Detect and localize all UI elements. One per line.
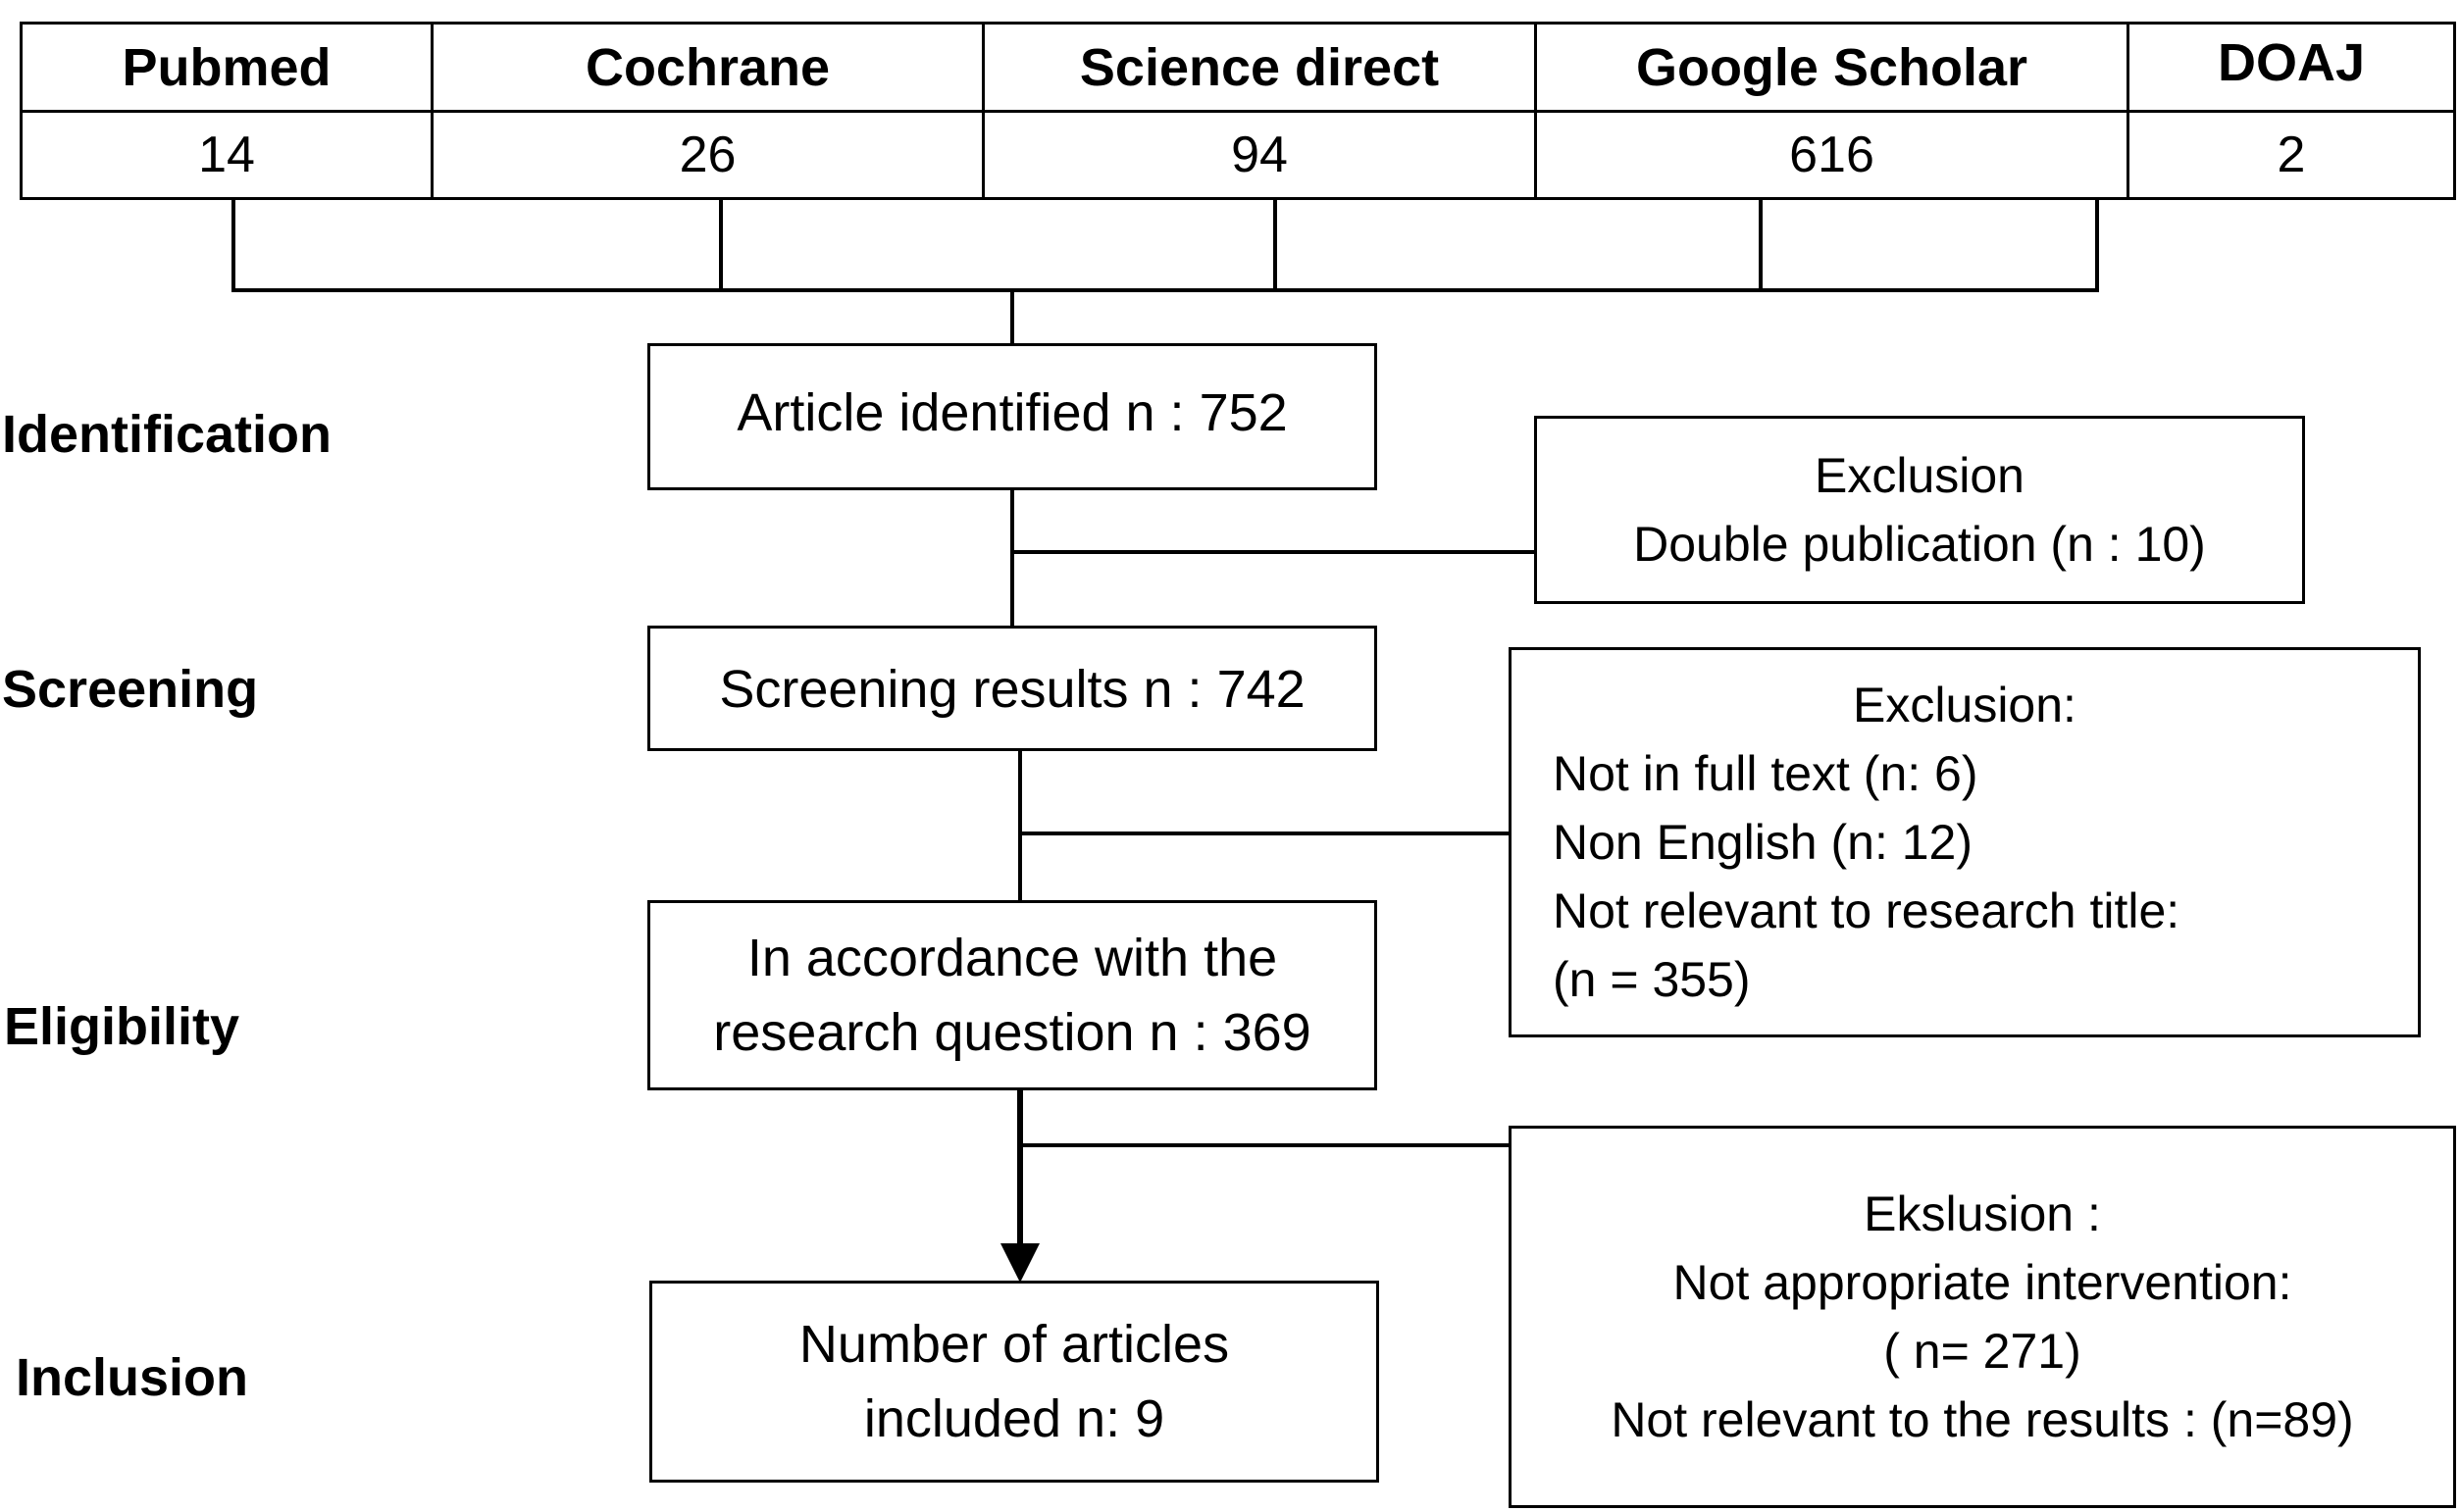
source-pubmed: Pubmed 14 — [20, 22, 434, 200]
source-name: Pubmed — [23, 25, 431, 113]
source-count: 14 — [198, 126, 255, 183]
arrow-head-icon — [1000, 1243, 1040, 1283]
eligible-box: In accordance with the research question… — [647, 900, 1377, 1090]
exclusion-2-line4: (n = 355) — [1553, 952, 1751, 1007]
source-google-scholar: Google Scholar 616 — [1534, 22, 2129, 200]
source-cochrane: Cochrane 26 — [431, 22, 985, 200]
exclusion-box-1: Exclusion Double publication (n : 10) — [1534, 416, 2305, 604]
sources-table: Pubmed 14 Cochrane 26 Science direct 94 … — [20, 22, 2456, 200]
screening-box: Screening results n : 742 — [647, 626, 1377, 751]
exclusion-box-3: Ekslusion : Not appropriate intervention… — [1509, 1126, 2456, 1508]
included-text-line1: Number of articles — [798, 1315, 1230, 1374]
included-box: Number of articles included n: 9 — [649, 1281, 1379, 1483]
exclusion-3-title: Ekslusion : — [1864, 1186, 2101, 1241]
eligible-text-line2: research question n : 369 — [713, 1003, 1311, 1062]
source-count: 2 — [2277, 126, 2306, 183]
exclusion-3-line2: ( n= 271) — [1883, 1324, 2081, 1379]
exclusion-2-line1: Not in full text (n: 6) — [1553, 746, 1978, 801]
exclusion-3-line1: Not appropriate intervention: — [1672, 1255, 2292, 1310]
source-science-direct: Science direct 94 — [982, 22, 1537, 200]
screening-text: Screening results n : 742 — [719, 660, 1306, 719]
exclusion-2-line2: Non English (n: 12) — [1553, 815, 1973, 870]
source-count: 616 — [1789, 126, 1874, 183]
included-text-line2: included n: 9 — [863, 1389, 1165, 1448]
exclusion-2-line3: Not relevant to research title: — [1553, 883, 2180, 938]
exclusion-box-2: Exclusion: Not in full text (n: 6) Non E… — [1509, 647, 2421, 1037]
stage-inclusion: Inclusion — [16, 1348, 249, 1407]
identified-text: Article identified n : 752 — [737, 383, 1288, 442]
stage-screening: Screening — [2, 660, 259, 719]
source-name: Cochrane — [434, 25, 982, 113]
exclusion-3-line3: Not relevant to the results : (n=89) — [1611, 1392, 2354, 1447]
exclusion-1-line1: Double publication (n : 10) — [1633, 517, 2206, 572]
source-name: DOAJ — [2129, 25, 2453, 113]
exclusion-2-title: Exclusion: — [1853, 678, 2076, 732]
source-count: 26 — [679, 126, 737, 183]
source-doaj: DOAJ 2 — [2127, 22, 2456, 200]
source-name: Google Scholar — [1537, 25, 2127, 113]
identified-box: Article identified n : 752 — [647, 343, 1377, 490]
source-name: Science direct — [985, 25, 1534, 113]
stage-eligibility: Eligibility — [4, 997, 240, 1056]
source-count: 94 — [1231, 126, 1288, 183]
stage-identification: Identification — [2, 405, 332, 464]
exclusion-1-title: Exclusion — [1815, 448, 2024, 503]
eligible-text-line1: In accordance with the — [746, 929, 1278, 987]
